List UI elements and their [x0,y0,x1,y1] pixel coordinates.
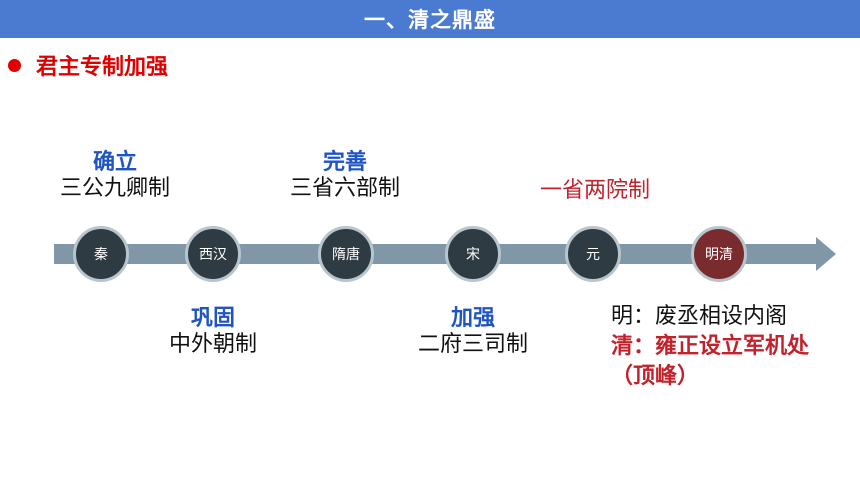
label-qin: 确立 三公九卿制 [40,150,190,203]
timeline-node-yuan: 元 [565,226,621,282]
timeline-node-xihan: 西汉 [185,226,241,282]
note-ming: 明：废丞相设内阁 [611,304,788,329]
system-yuan: 一省两院制 [539,178,650,203]
mingqing-notes: 明：废丞相设内阁 清：雍正设立军机处 （顶峰） [611,302,809,392]
timeline-node-suitang: 隋唐 [318,226,374,282]
note-qing-peak: （顶峰） [611,364,700,389]
label-suitang: 完善 三省六部制 [270,150,420,203]
section-title-text: 君主专制加强 [36,55,169,80]
keyword-qin: 确立 [92,150,137,175]
timeline-node-qin: 秦 [73,226,129,282]
page-header: 一、清之鼎盛 [0,0,860,38]
system-qin: 三公九卿制 [59,176,170,202]
timeline-node-mingqing: 明清 [691,226,747,282]
keyword-xihan: 巩固 [190,306,235,331]
label-yuan: 一省两院制 [515,178,675,204]
keyword-song: 加强 [450,306,495,331]
section-heading: 君主专制加强 [8,50,168,80]
system-xihan: 中外朝制 [168,332,257,358]
timeline-node-song: 宋 [445,226,501,282]
system-suitang: 三省六部制 [289,176,400,202]
timeline-arrow-icon [816,237,836,271]
page-title: 一、清之鼎盛 [364,8,496,32]
system-song: 二府三司制 [417,332,528,358]
note-qing: 清：雍正设立军机处 [611,334,810,359]
keyword-suitang: 完善 [322,150,367,175]
timeline-bar [54,244,818,264]
label-xihan: 巩固 中外朝制 [138,306,288,359]
label-song: 加强 二府三司制 [398,306,548,359]
bullet-dot-icon [8,58,21,72]
